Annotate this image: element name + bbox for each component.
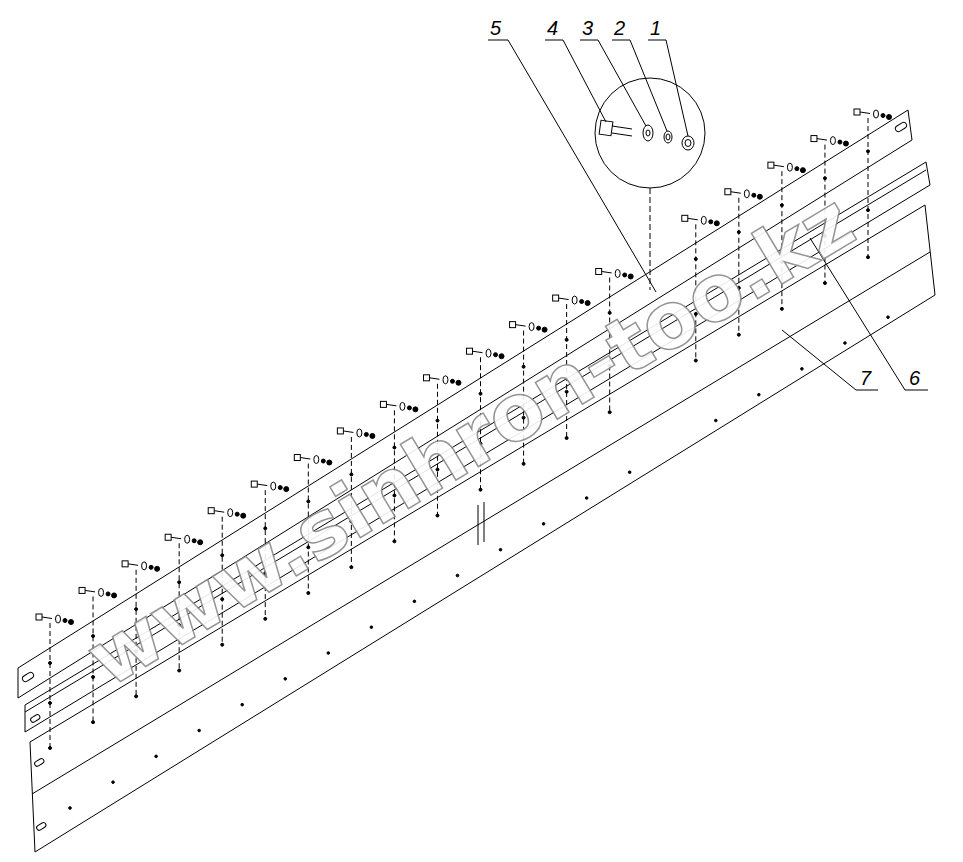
strips [18, 110, 935, 852]
detail-view [595, 78, 705, 290]
callout-number: 7 [860, 368, 871, 388]
watermark: www.sinhron-too.kz [74, 181, 865, 699]
callout-number: 1 [650, 18, 661, 38]
bolt [854, 109, 892, 319]
callout-number: 3 [582, 18, 593, 38]
bolt-set [36, 109, 892, 809]
bolt [36, 614, 74, 809]
callout-number: 6 [909, 368, 920, 388]
callout-number: 5 [490, 18, 501, 38]
callout-number: 4 [547, 18, 558, 38]
callout-number: 2 [614, 18, 625, 38]
